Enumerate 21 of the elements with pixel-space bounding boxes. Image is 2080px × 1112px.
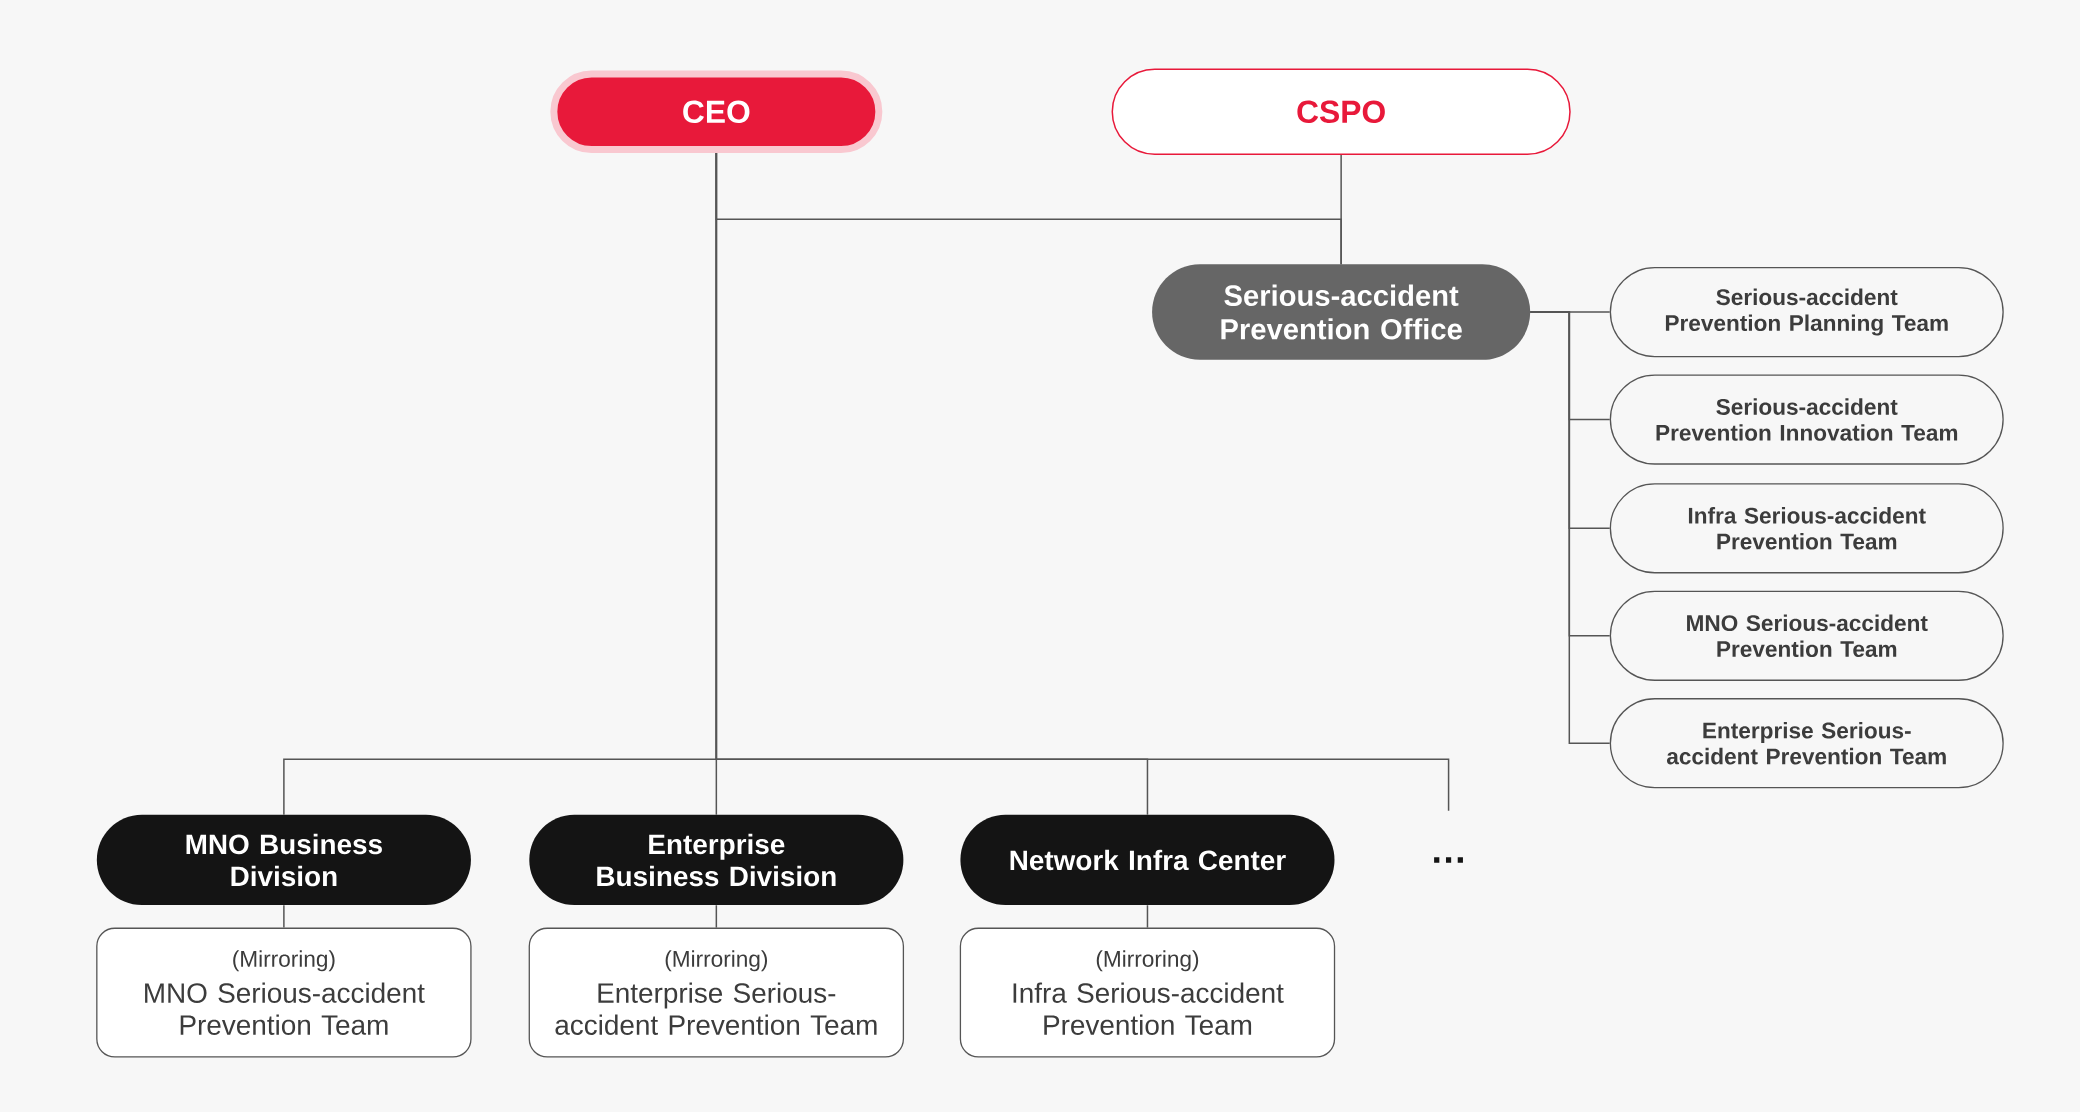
process-box: CEO (550, 70, 883, 154)
team-box: Infra Serious-accident Prevention Team (1609, 483, 2004, 574)
team-box: (Mirroring) MNO Serious-accident Prevention Team (96, 927, 472, 1058)
division-box: MNO Business Division (96, 814, 471, 906)
process-box: Serious-accident Prevention Office (1152, 264, 1531, 360)
connector-line (283, 904, 285, 929)
team-box: Serious-accident Prevention Innovation Team (1609, 374, 2004, 465)
connector-line (1146, 904, 1149, 929)
process-box: CSPO (1111, 68, 1571, 155)
connector-line (1529, 311, 1611, 744)
ellipsis-text: … (1434, 857, 1463, 863)
connector-line (1340, 154, 1342, 265)
division-box: Network Infra Center (960, 814, 1335, 906)
division-box: Enterprise Business Division (529, 814, 904, 906)
team-box: Enterprise Serious-accident Prevention Team (1609, 698, 2004, 789)
team-box: (Mirroring) Infra Serious-accident Prevention Team (959, 927, 1336, 1058)
connector-line (715, 152, 1450, 812)
team-box: Serious-accident Prevention Planning Team (1609, 267, 2004, 358)
team-box: MNO Serious-accident Prevention Team (1609, 590, 2004, 681)
team-box: (Mirroring) Enterprise Serious-accident Prevention Team (528, 927, 905, 1058)
connector-line (715, 904, 718, 929)
